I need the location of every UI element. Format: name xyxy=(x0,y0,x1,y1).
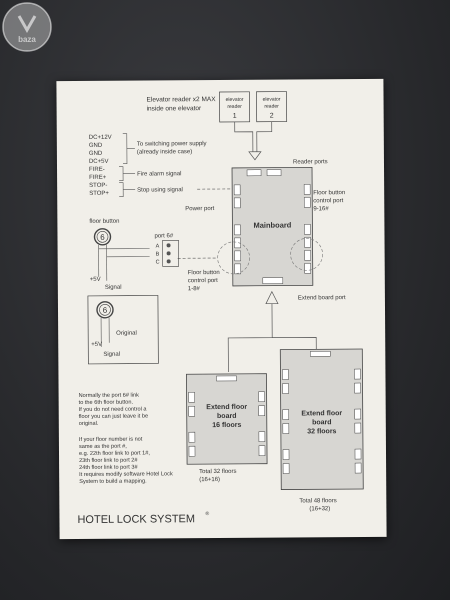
extend-port-label: Extend board port xyxy=(298,295,346,301)
mapping-line-4: 23th floor link to port 2# xyxy=(79,458,138,464)
footer-title: HOTEL LOCK SYSTEM xyxy=(77,513,195,526)
elevator-header-line1: Elevator reader x2 MAX xyxy=(147,96,217,103)
floor-ctrl-label2: control port xyxy=(313,198,343,204)
note-line-5: original. xyxy=(79,421,99,427)
mapping-line-6: It requires modify software Hotel Lock xyxy=(79,471,173,478)
extend16-label2: board xyxy=(217,413,237,420)
port-highlight-right xyxy=(290,238,323,271)
fire-alarm-label: Fire alarm signal xyxy=(137,171,181,177)
mapping-line-5: 24th floor link to port 3# xyxy=(79,465,138,471)
floor-ctrl-b-label2: control port xyxy=(188,278,218,284)
floor-ctrl-b-label3: 1-8# xyxy=(188,286,201,292)
extend32-total1: Total 48 floors xyxy=(299,498,336,504)
floor-button-title: floor button xyxy=(89,219,119,225)
extend16-label1: Extend floor xyxy=(206,404,247,411)
extend32-label1: Extend floor xyxy=(301,410,342,417)
watermark-text: baza xyxy=(18,35,36,44)
pin-dc5v: DC+5V xyxy=(89,159,109,165)
pin-gnd-2: GND xyxy=(89,151,103,157)
port-6-label: port 6# xyxy=(154,233,173,239)
footer-trademark: ® xyxy=(205,510,209,517)
floor-ctrl-b-label1: Floor button xyxy=(188,270,220,276)
extend-arrow xyxy=(227,290,317,372)
extend16-label3: 16 floors xyxy=(212,422,241,429)
stop-signal-label: Stop using signal xyxy=(137,187,183,193)
pin-gnd-1: GND xyxy=(89,143,103,149)
floor-button-number: 6 xyxy=(100,233,105,242)
manual-sheet: Elevator reader x2 MAX inside one elevat… xyxy=(56,78,387,540)
reader2-label1: elevator xyxy=(263,97,281,103)
reader1-number: 1 xyxy=(233,113,237,120)
power-supply-label2: (already inside case) xyxy=(137,149,192,155)
reader1-label1: elevator xyxy=(226,97,244,103)
elevator-reader-2: elevator reader 2 xyxy=(256,91,288,123)
pin-b-label: B xyxy=(156,251,160,257)
elevator-header-line2: inside one elevator xyxy=(147,105,202,112)
plus5v-label: +5V xyxy=(90,277,101,283)
pin-dc12v: DC+12V xyxy=(89,135,112,141)
original-plus5v-label: +5V xyxy=(91,342,102,348)
mapping-line-2: same as the port #, xyxy=(79,444,127,450)
elevator-reader-1: elevator reader 1 xyxy=(219,91,251,123)
floor-ctrl-label1: Floor button xyxy=(313,190,345,196)
watermark-logo: baza xyxy=(2,2,52,52)
mapping-line-7: System to build a mapping. xyxy=(79,479,147,485)
extend16-total2: (16+16) xyxy=(199,477,220,483)
note-line-2: to the 6th floor button. xyxy=(79,400,134,406)
original-button-box: 6 Original +5V Signal xyxy=(87,295,159,365)
pin-a-label: A xyxy=(156,243,160,249)
pin-fire-minus: FIRE- xyxy=(89,167,105,173)
wiring-diagram: Elevator reader x2 MAX inside one elevat… xyxy=(77,91,364,526)
notes-block: Normally the port 6# link to the 6th flo… xyxy=(79,393,173,485)
power-brackets xyxy=(119,133,136,198)
note-line-4: floor you can just leave it be xyxy=(79,414,148,420)
extend32-total2: (16+32) xyxy=(309,506,330,512)
pin-stop-minus: STOP- xyxy=(89,183,107,189)
reader1-label2: reader xyxy=(227,104,242,110)
extend32-label2: board xyxy=(312,419,332,426)
extend-board-32: Extend floor board 32 floors xyxy=(279,348,364,490)
reader2-number: 2 xyxy=(270,113,274,120)
mapping-line-1: If your floor number is not xyxy=(79,437,143,443)
mapping-line-3: e.g. 22th floor link to port 1#, xyxy=(79,451,150,457)
floor-button-6: 6 xyxy=(93,228,112,246)
reader-arrow xyxy=(234,121,273,161)
reader2-label2: reader xyxy=(264,104,279,110)
port-highlight-left xyxy=(217,241,250,275)
extend16-total1: Total 32 floors xyxy=(199,469,236,475)
original-label: Original xyxy=(116,331,137,337)
original-button-number: 6 xyxy=(103,306,108,315)
extend32-label3: 32 floors xyxy=(307,428,336,435)
power-supply-label1: To switching power supply xyxy=(137,141,207,147)
floor-button-wires xyxy=(98,244,150,281)
note-line-1: Normally the port 6# link xyxy=(79,393,140,399)
pin-stop-plus: STOP+ xyxy=(89,191,109,197)
note-line-3: If you do not need control a xyxy=(79,407,148,413)
reader-ports-label: Reader ports xyxy=(293,159,328,165)
floor-ctrl-label3: 9-16# xyxy=(313,206,329,212)
port-6-terminal: A B C xyxy=(156,239,180,267)
original-signal-label: Signal xyxy=(103,352,120,358)
extend-board-16: Extend floor board 16 floors xyxy=(186,373,268,465)
power-port-label: Power port xyxy=(185,206,214,212)
pin-c-label: C xyxy=(156,259,160,265)
pin-fire-plus: FIRE+ xyxy=(89,175,107,181)
signal-label: Signal xyxy=(105,285,122,291)
mainboard-label: Mainboard xyxy=(253,221,291,230)
power-pin-list: DC+12V GND GND DC+5V FIRE- FIRE+ STOP- S… xyxy=(89,135,112,197)
mainboard: Mainboard xyxy=(231,166,314,287)
